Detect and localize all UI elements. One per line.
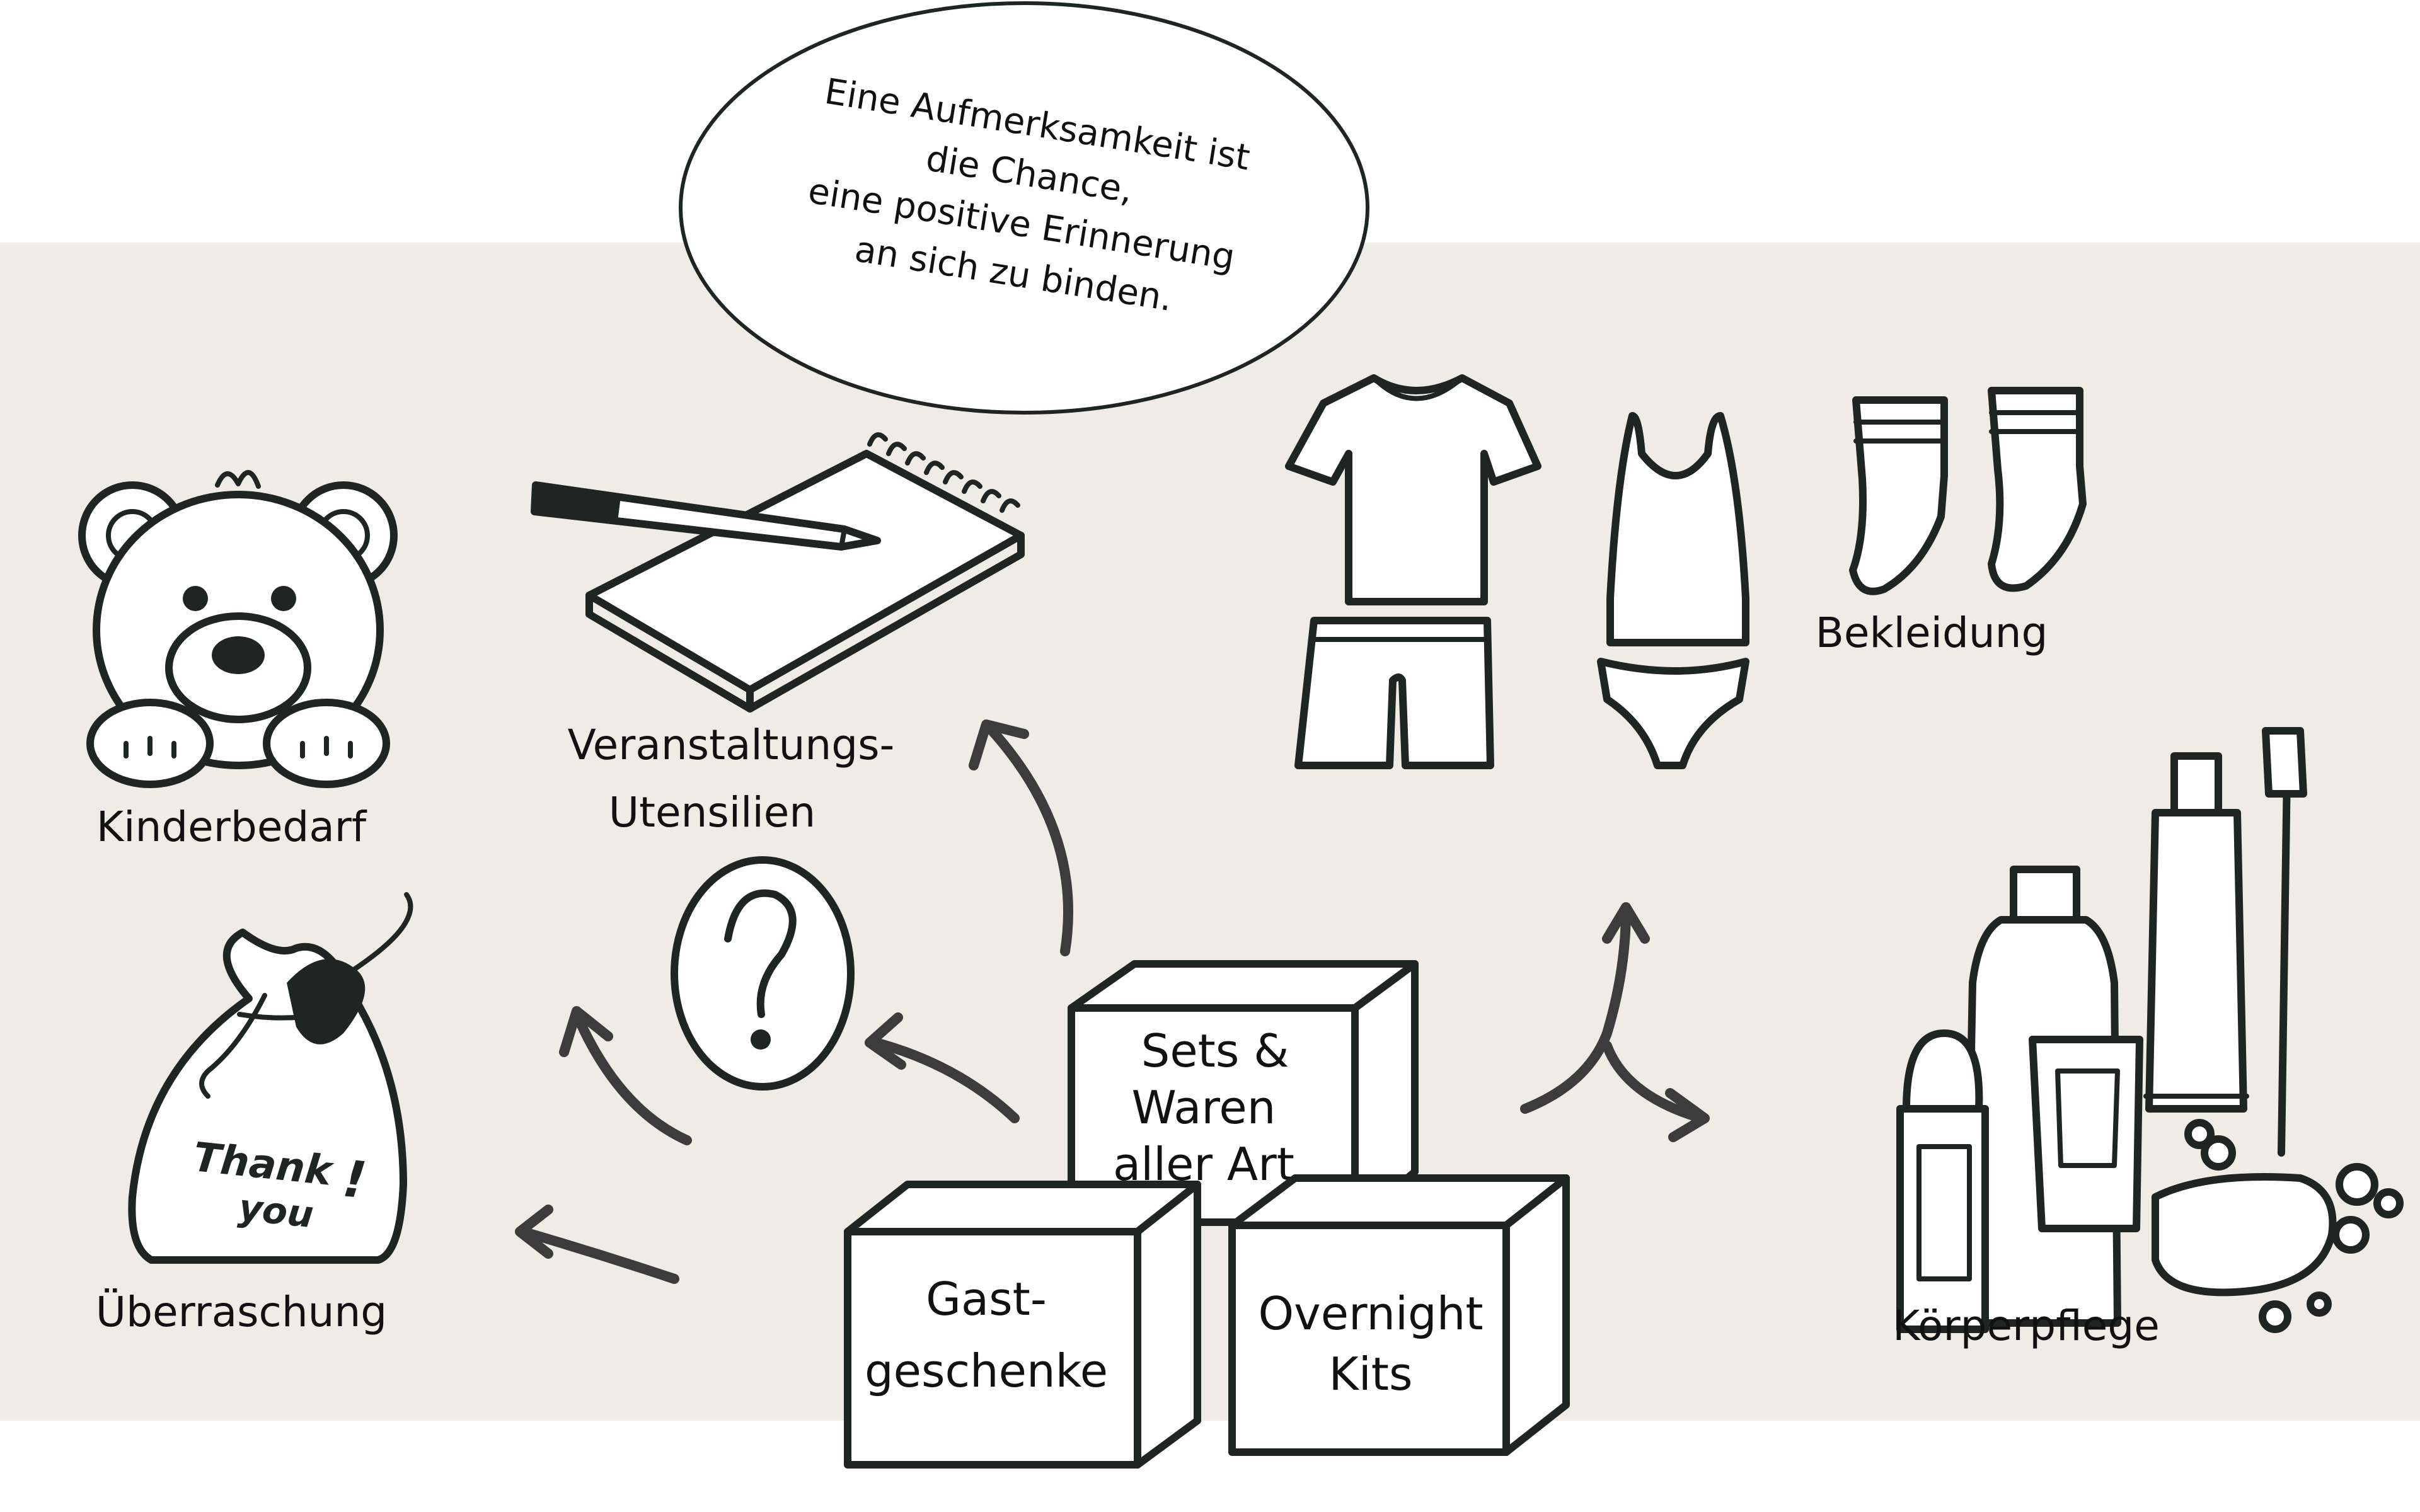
question-mark-icon xyxy=(671,856,855,1091)
notepad-pen-icon xyxy=(531,432,1025,713)
toiletries-icon xyxy=(1896,727,2404,1333)
label-ueberraschung: Überraschung xyxy=(96,1288,387,1336)
arrow-to-ueberraschung xyxy=(518,1227,679,1284)
label-bekleidung: Bekleidung xyxy=(1816,609,2048,657)
box-top-line2: Waren xyxy=(1132,1081,1276,1134)
arrow-to-question xyxy=(871,1038,1020,1123)
box-top-line1: Sets & xyxy=(1141,1024,1289,1077)
box-bottom-left-line1: Gast- xyxy=(926,1273,1047,1326)
box-sets-waren: Sets & Waren aller Art xyxy=(1068,960,1419,1226)
box-gastgeschenke: Gast- geschenke xyxy=(844,1181,1201,1469)
clothing-icon xyxy=(1285,374,2087,769)
label-veranstaltung-line1: Veranstaltungs- xyxy=(568,721,895,769)
arrow-to-koerperpflege xyxy=(1602,1041,1707,1123)
speech-bubble: Eine Aufmerksamkeit ist die Chance, eine… xyxy=(679,1,1369,415)
gift-bag-text-you: you xyxy=(236,1186,315,1236)
label-koerperpflege: Körperpflege xyxy=(1893,1302,2160,1350)
arrow-left-upper xyxy=(572,1009,692,1145)
arrows xyxy=(515,719,1710,1284)
label-veranstaltung-line2: Utensilien xyxy=(609,788,815,837)
box-overnight-kits: Overnight Kits xyxy=(1228,1174,1570,1456)
label-kinderbedarf: Kinderbedarf xyxy=(96,803,367,851)
box-bottom-right-line1: Overnight xyxy=(1258,1287,1483,1340)
box-bottom-left-line2: geschenke xyxy=(865,1344,1108,1397)
box-bottom-right-line2: Kits xyxy=(1329,1348,1413,1400)
teddy-bear-icon xyxy=(78,470,398,788)
arrow-to-veranstaltung xyxy=(984,723,1073,956)
gift-bag-icon: Thank you ! xyxy=(128,892,413,1264)
arrow-to-bekleidung xyxy=(1520,905,1631,1114)
